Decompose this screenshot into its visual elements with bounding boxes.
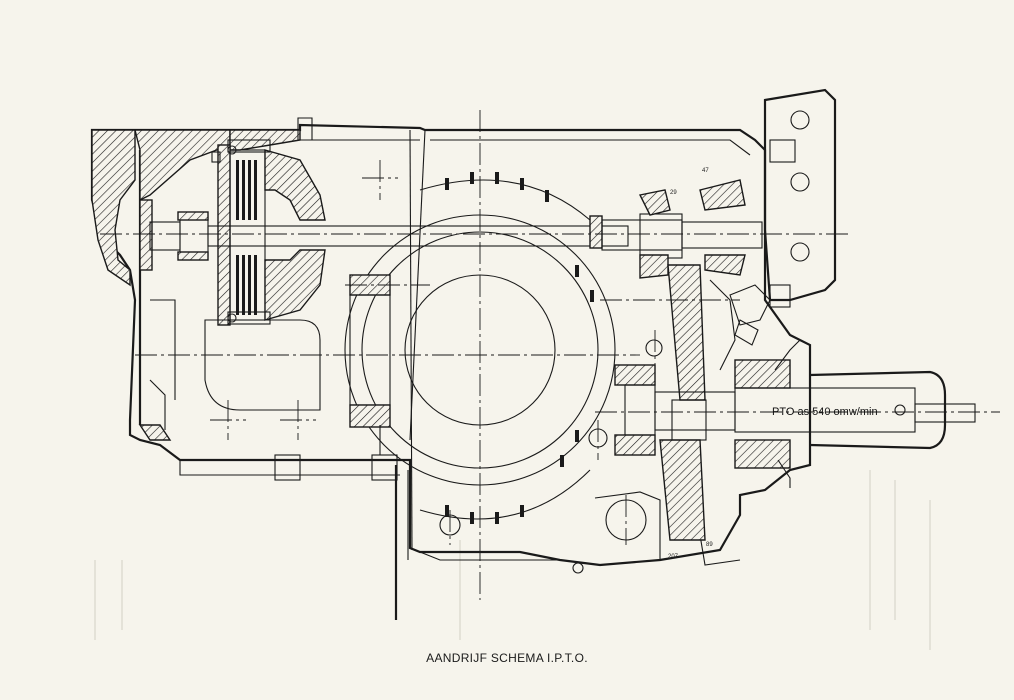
mounting-bracket xyxy=(729,88,837,346)
pto-input-shaft xyxy=(149,211,763,261)
centre-lines xyxy=(100,110,1000,600)
drop-gear-train xyxy=(638,179,746,541)
part-number-29: 29 xyxy=(670,190,677,196)
pto-output-shaft xyxy=(614,339,976,488)
spacer-block xyxy=(349,129,426,620)
part-numbers: 47 29 89 207 xyxy=(668,168,713,560)
bore-circle xyxy=(344,172,663,541)
bleed-through-marks xyxy=(94,470,931,650)
rib-marks xyxy=(445,172,594,524)
pto-speed-label: PTO as 540 omw/min xyxy=(772,406,878,418)
part-number-207: 207 xyxy=(668,554,679,560)
clutch-assembly xyxy=(211,117,326,326)
clutch-plates xyxy=(236,160,257,315)
part-number-47: 47 xyxy=(702,168,709,174)
lower-casing xyxy=(179,454,741,574)
left-housing-section xyxy=(91,129,301,287)
drawing-caption: AANDRIJF SCHEMA I.P.T.O. xyxy=(426,651,588,665)
inner-cavity xyxy=(138,299,321,441)
part-number-89: 89 xyxy=(706,542,713,548)
